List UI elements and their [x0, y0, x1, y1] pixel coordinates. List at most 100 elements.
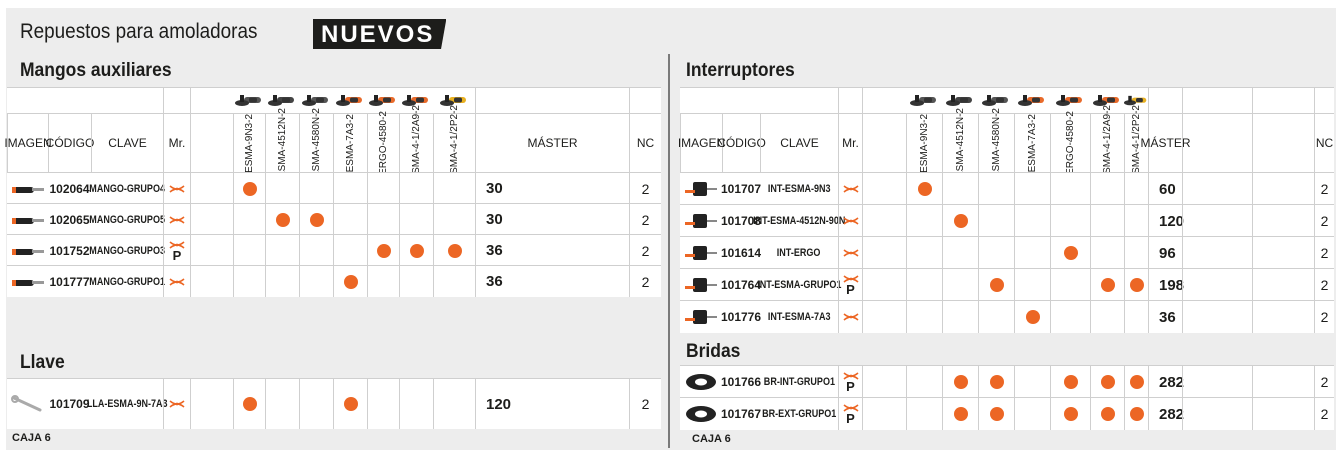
product-key-cell: INT-ERGO: [760, 237, 838, 269]
compatibility-cell: [333, 173, 367, 204]
header-cell: CLAVE: [91, 114, 163, 172]
compatible-dot: [242, 397, 257, 411]
product-code: 102065: [49, 212, 90, 227]
nc-value: 2: [1314, 301, 1334, 333]
compatibility-cell: [1090, 237, 1124, 269]
compatibility-cell: [942, 301, 978, 333]
compatibility-cell: [1050, 398, 1090, 430]
product-code: 101777: [49, 274, 90, 289]
header-cell: ESMA-4512N-2: [265, 108, 299, 178]
grinder-model-icon: [265, 88, 299, 114]
empty-cell: [190, 266, 233, 297]
compatibility-cell: [1090, 301, 1124, 333]
header-cell: ESMA-7A3-2: [333, 114, 367, 172]
brand-logo-icon: [169, 184, 185, 193]
header-cell: ESMA-4-1/2A9-2: [399, 105, 433, 181]
compatibility-cell: [906, 366, 942, 398]
model-images-row: [7, 87, 661, 114]
compatibility-cell: [1124, 301, 1148, 333]
compatibility-cell: [399, 235, 433, 266]
compatibility-cell: [399, 204, 433, 235]
empty-cell: [1182, 173, 1252, 205]
section-title-interruptores: Interruptores: [686, 60, 795, 81]
header-cell: Mr.: [163, 114, 190, 172]
compatibility-cell: [906, 237, 942, 269]
header-image-cell: [1252, 88, 1314, 114]
compatible-dot: [989, 407, 1004, 421]
product-key: LLA-ESMA-9N-7A3: [86, 398, 168, 410]
master-qty: 36: [475, 235, 629, 266]
model-label: ESMA-7A3-2: [1027, 113, 1038, 173]
compatibility-cell: [1014, 301, 1050, 333]
master-qty: 96: [1148, 237, 1182, 269]
header-cell: ESMA-4580N-2: [299, 108, 333, 178]
product-code: 101776: [720, 310, 762, 324]
p-mark: P: [172, 247, 182, 263]
brand-mark: [163, 204, 190, 235]
header-cell: ESMA-9N3-2: [906, 114, 942, 172]
nc-header: NC: [636, 136, 655, 150]
grinder-model-icon: [1014, 88, 1050, 114]
header-image-cell: [91, 88, 163, 114]
compatibility-cell: [433, 235, 475, 266]
model-label: ESMA-4-1/2P2-2: [449, 105, 460, 181]
empty-cell: [1252, 398, 1314, 430]
compatibility-cell: [233, 204, 265, 235]
switch-icon: [680, 237, 722, 269]
compatibility-cell: [299, 235, 333, 266]
imagen-header: IMAGEN: [4, 136, 52, 150]
compatibility-cell: [978, 366, 1014, 398]
grinder-model-icon: [399, 88, 433, 114]
empty-cell: [862, 237, 906, 269]
empty-cell: [190, 379, 233, 429]
compatibility-cell: [1014, 237, 1050, 269]
compatibility-cell: [265, 235, 299, 266]
compatibility-cell: [1090, 205, 1124, 237]
compatibility-cell: [399, 173, 433, 204]
compatibility-cell: [942, 398, 978, 430]
master-qty: 282: [1148, 366, 1184, 398]
compatibility-cell: [333, 266, 367, 297]
empty-cell: [1182, 237, 1252, 269]
compatible-dot: [343, 274, 358, 289]
nc-value: 2: [629, 379, 661, 429]
header-image-cell: [680, 88, 722, 114]
brand-logo-icon: [842, 372, 859, 380]
grinder-model-icon: [978, 88, 1014, 114]
compatibility-cell: [978, 398, 1014, 430]
nc-value: 2: [629, 235, 661, 266]
header-cell: CÓDIGO: [46, 114, 94, 172]
model-images-row: [680, 87, 1334, 114]
header-cell: [190, 114, 233, 172]
compatible-dot: [447, 243, 462, 258]
product-key: MANGO-GRUPO5: [89, 213, 165, 226]
header-cell: ESMA-4-1/2A9-2: [1090, 105, 1124, 181]
header-image-cell: [862, 88, 906, 114]
compatibility-cell: [265, 173, 299, 204]
master-qty: 120: [475, 379, 629, 429]
compatible-dot: [953, 214, 968, 228]
compatibility-cell: [978, 237, 1014, 269]
brand-logo-icon: [169, 215, 185, 224]
brand-logo-icon: [842, 313, 859, 321]
compatibility-cell: [1124, 173, 1148, 205]
brand-mark: [838, 301, 862, 333]
compatible-dot: [1100, 407, 1115, 421]
brand-mark: [163, 173, 190, 204]
empty-cell: [862, 398, 906, 430]
master-qty: 282: [1148, 398, 1184, 430]
compatible-dot: [917, 182, 932, 196]
model-label: ERGO-4580-2: [1065, 111, 1076, 175]
empty-cell: [862, 269, 906, 301]
header-cell: [862, 114, 906, 172]
empty-cell: [1182, 301, 1252, 333]
compatibility-cell: [1014, 173, 1050, 205]
compatibility-cell: [906, 205, 942, 237]
compatibility-cell: [1124, 205, 1148, 237]
product-key: BR-INT-GRUPO1: [763, 376, 835, 388]
section-title-llave: Llave: [20, 352, 65, 373]
product-key-cell: MANGO-GRUPO5: [89, 204, 165, 235]
